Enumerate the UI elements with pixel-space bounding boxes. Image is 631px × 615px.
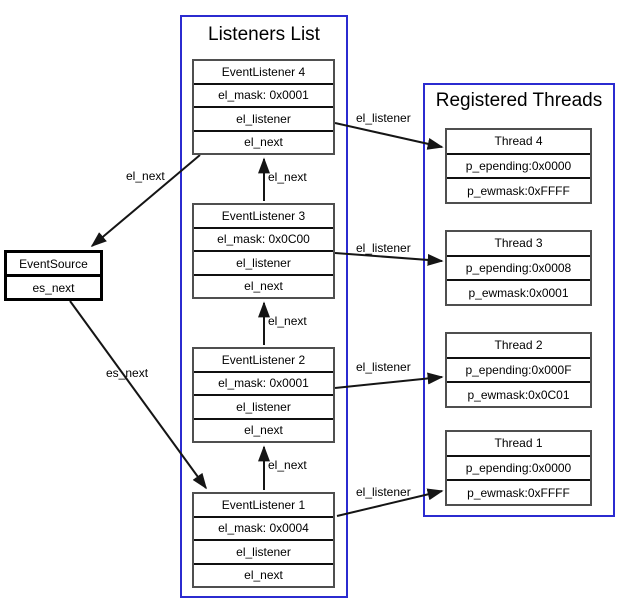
field-p-ewmask: p_ewmask:0x0C01 — [447, 381, 590, 406]
node-title: Thread 2 — [494, 338, 543, 353]
node-title: Thread 4 — [494, 134, 543, 149]
field-el-mask: el_mask: 0x0001 — [194, 370, 333, 395]
field-es-next: es_next — [7, 274, 100, 298]
node-eventsource: EventSource es_next — [4, 250, 103, 301]
field-p-epending: p_epending:0x0008 — [447, 254, 590, 280]
listeners-list-container: Listeners List — [180, 15, 348, 598]
field-el-next: el_next — [194, 417, 333, 442]
node-eventlistener-4: EventListener 4 el_mask: 0x0001 el_liste… — [192, 59, 335, 155]
field-p-ewmask: p_ewmask:0xFFFF — [447, 479, 590, 504]
edge-el2-to-thread2 — [334, 372, 444, 389]
node-title: EventListener 3 — [221, 208, 306, 223]
listeners-list-title: Listeners List — [208, 24, 320, 45]
edge-label-el1-to-thread1: el_listener — [356, 485, 411, 499]
field-el-next: el_next — [194, 273, 333, 298]
edge-label-eventsource-to-el1: es_next — [106, 366, 149, 380]
field-el-next: el_next — [194, 562, 333, 587]
edge-label-el3-to-el4: el_next — [268, 170, 307, 184]
edge-el1-to-thread1 — [336, 488, 444, 517]
node-title: EventListener 4 — [221, 64, 306, 79]
edge-label-el2-to-el3: el_next — [268, 314, 307, 328]
field-p-ewmask: p_ewmask:0xFFFF — [447, 177, 590, 202]
field-el-listener: el_listener — [194, 394, 333, 418]
node-title: Thread 3 — [494, 236, 543, 251]
node-eventlistener-2: EventListener 2 el_mask: 0x0001 el_liste… — [192, 347, 335, 443]
edge-label-el3-to-thread3: el_listener — [356, 241, 411, 255]
field-p-epending: p_epending:0x000F — [447, 356, 590, 382]
field-el-mask: el_mask: 0x0C00 — [194, 226, 333, 251]
field-el-listener: el_listener — [194, 539, 333, 563]
field-p-ewmask: p_ewmask:0x0001 — [447, 279, 590, 304]
registered-threads-title: Registered Threads — [435, 90, 603, 111]
node-thread-2: Thread 2 p_epending:0x000F p_ewmask:0x0C… — [445, 332, 592, 408]
node-eventlistener-1: EventListener 1 el_mask: 0x0004 el_liste… — [192, 492, 335, 588]
field-el-next: el_next — [194, 129, 333, 154]
field-el-listener: el_listener — [194, 250, 333, 274]
registered-threads-container: Registered Threads — [423, 83, 615, 517]
field-p-epending: p_epending:0x0000 — [447, 152, 590, 178]
edge-el3-to-thread3 — [334, 252, 444, 266]
edge-el4-to-thread4 — [334, 122, 444, 150]
field-el-mask: el_mask: 0x0001 — [194, 82, 333, 107]
node-title: EventListener 1 — [221, 497, 306, 512]
node-thread-3: Thread 3 p_epending:0x0008 p_ewmask:0x00… — [445, 230, 592, 306]
node-thread-1: Thread 1 p_epending:0x0000 p_ewmask:0xFF… — [445, 430, 592, 506]
edge-label-el4-to-eventsource: el_next — [126, 169, 165, 183]
field-p-epending: p_epending:0x0000 — [447, 454, 590, 480]
field-el-listener: el_listener — [194, 106, 333, 130]
node-title: Thread 1 — [494, 436, 543, 451]
edge-label-el4-to-thread4: el_listener — [356, 111, 411, 125]
edge-label-el1-to-el2: el_next — [268, 458, 307, 472]
node-eventlistener-3: EventListener 3 el_mask: 0x0C00 el_liste… — [192, 203, 335, 299]
edge-label-el2-to-thread2: el_listener — [356, 360, 411, 374]
node-thread-4: Thread 4 p_epending:0x0000 p_ewmask:0xFF… — [445, 128, 592, 204]
field-el-mask: el_mask: 0x0004 — [194, 515, 333, 540]
node-title: EventSource — [19, 256, 88, 271]
edge-el4-to-eventsource — [90, 154, 201, 248]
node-title: EventListener 2 — [221, 352, 306, 367]
edge-eventsource-to-el1 — [69, 300, 207, 490]
